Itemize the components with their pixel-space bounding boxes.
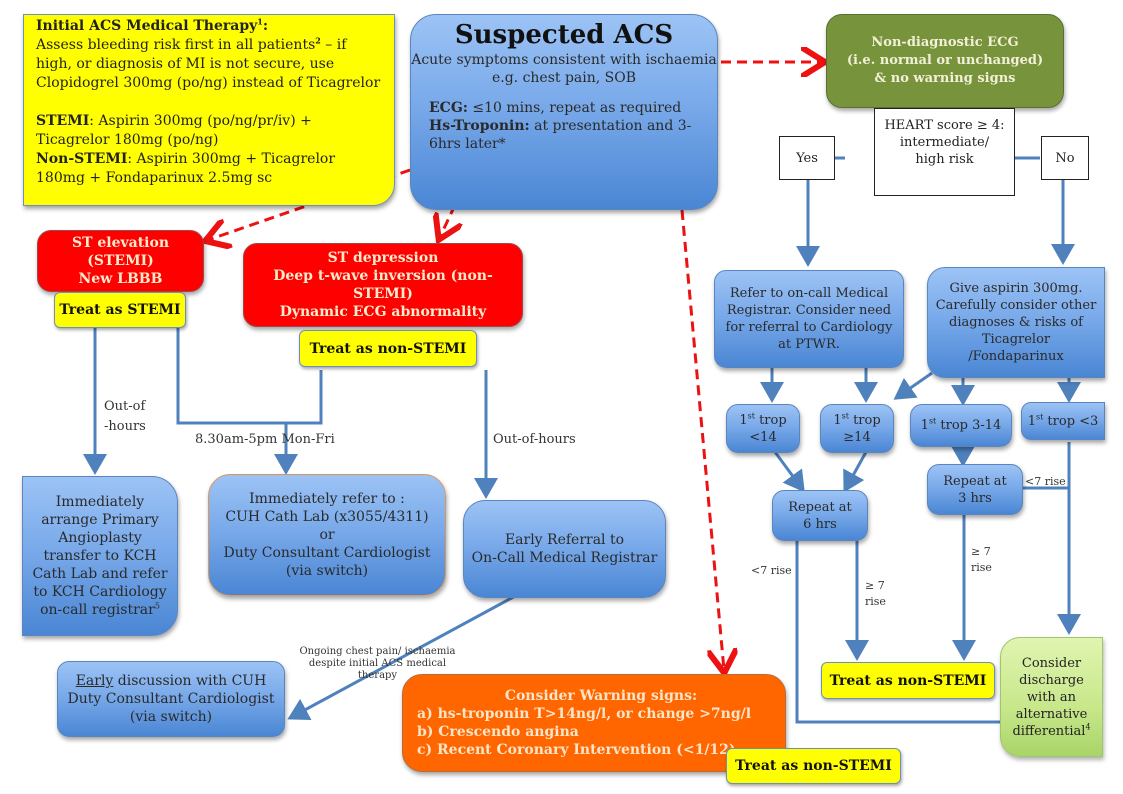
arrow-to-st-depression bbox=[440, 204, 455, 237]
give-aspirin-box: Give aspirin 300mg. Carefully consider o… bbox=[927, 267, 1105, 378]
suspected-acs-title: Suspected ACS bbox=[454, 20, 674, 50]
heart-score-box: HEART score ≥ 4: intermediate/ high risk bbox=[874, 108, 1015, 196]
label-lt7-rise-3hrs: <7 rise bbox=[1025, 475, 1066, 488]
therapy-bleeding: Assess bleeding risk first in all patien… bbox=[36, 35, 381, 91]
non-diagnostic-ecg-box: Non-diagnostic ECG (i.e. normal or uncha… bbox=[826, 14, 1064, 108]
label-out-of-hours-nstemi: Out-of-hours bbox=[493, 432, 576, 447]
trop-box-3-14: 1st trop 3-14 bbox=[910, 404, 1012, 447]
arrow-to-warning-signs bbox=[680, 209, 724, 670]
initial-therapy-box: Initial ACS Medical Therapy1: Assess ble… bbox=[23, 14, 395, 206]
therapy-stemi: STEMI: Aspirin 300mg (po/ng/pr/iv) + Tic… bbox=[36, 113, 312, 148]
label-ongoing-chest-pain: Ongoing chest pain/ ischaemia despite in… bbox=[299, 646, 456, 681]
warning-signs-box: Consider Warning signs: a) hs-troponin T… bbox=[402, 674, 786, 772]
st-depression-box: ST depression Deep t-wave inversion (non… bbox=[243, 243, 523, 327]
treat-as-nstemi-right-box: Treat as non-STEMI bbox=[821, 662, 995, 699]
troponin-instruction: Hs-Troponin: at presentation and 3-6hrs … bbox=[429, 118, 692, 152]
treat-as-stemi-box: Treat as STEMI bbox=[54, 292, 186, 328]
label-out-of-hours-stemi: Out-of -hours bbox=[104, 399, 146, 434]
refer-registrar-box: Refer to on-call Medical Registrar. Cons… bbox=[714, 270, 904, 368]
therapy-nstemi: Non-STEMI: Aspirin 300mg + Ticagrelor 18… bbox=[36, 151, 336, 186]
repeat-3hrs-box: Repeat at 3 hrs bbox=[927, 464, 1023, 515]
cath-lab-referral-box: Immediately refer to : CUH Cath Lab (x30… bbox=[208, 474, 446, 596]
label-ge7-rise-6hrs: ≥ 7 rise bbox=[865, 579, 886, 608]
primary-angioplasty-box: Immediately arrange Primary Angioplasty … bbox=[22, 476, 178, 636]
trop-box-ge14: 1st trop ≥14 bbox=[820, 404, 894, 453]
consider-discharge-box: Consider discharge with an alternative d… bbox=[1000, 637, 1103, 757]
treat-as-nstemi-warning-box: Treat as non-STEMI bbox=[726, 748, 901, 784]
label-office-hours: 8.30am-5pm Mon-Fri bbox=[195, 432, 335, 447]
early-discussion-box: Early discussion with CUH Duty Consultan… bbox=[57, 661, 285, 737]
trop-box-lt14: 1st trop <14 bbox=[726, 404, 800, 453]
treat-as-nstemi-box: Treat as non-STEMI bbox=[299, 330, 477, 367]
repeat-6hrs-box: Repeat at 6 hrs bbox=[772, 490, 868, 541]
no-box: No bbox=[1041, 136, 1089, 180]
trop-box-lt3: 1st trop <3 bbox=[1021, 402, 1105, 440]
st-elevation-box: ST elevation (STEMI) New LBBB bbox=[37, 230, 204, 292]
suspected-acs-box: Suspected ACS Acute symptoms consistent … bbox=[410, 14, 718, 210]
therapy-title: Initial ACS Medical Therapy1: bbox=[36, 16, 269, 34]
label-lt7-rise-6hrs: <7 rise bbox=[751, 564, 792, 577]
label-ge7-rise-3hrs: ≥ 7 rise bbox=[971, 545, 992, 574]
ecg-instruction: ECG: ≤10 mins, repeat as required bbox=[429, 100, 682, 116]
yes-box: Yes bbox=[779, 136, 835, 180]
early-referral-box: Early Referral to On-Call Medical Regist… bbox=[463, 500, 666, 598]
